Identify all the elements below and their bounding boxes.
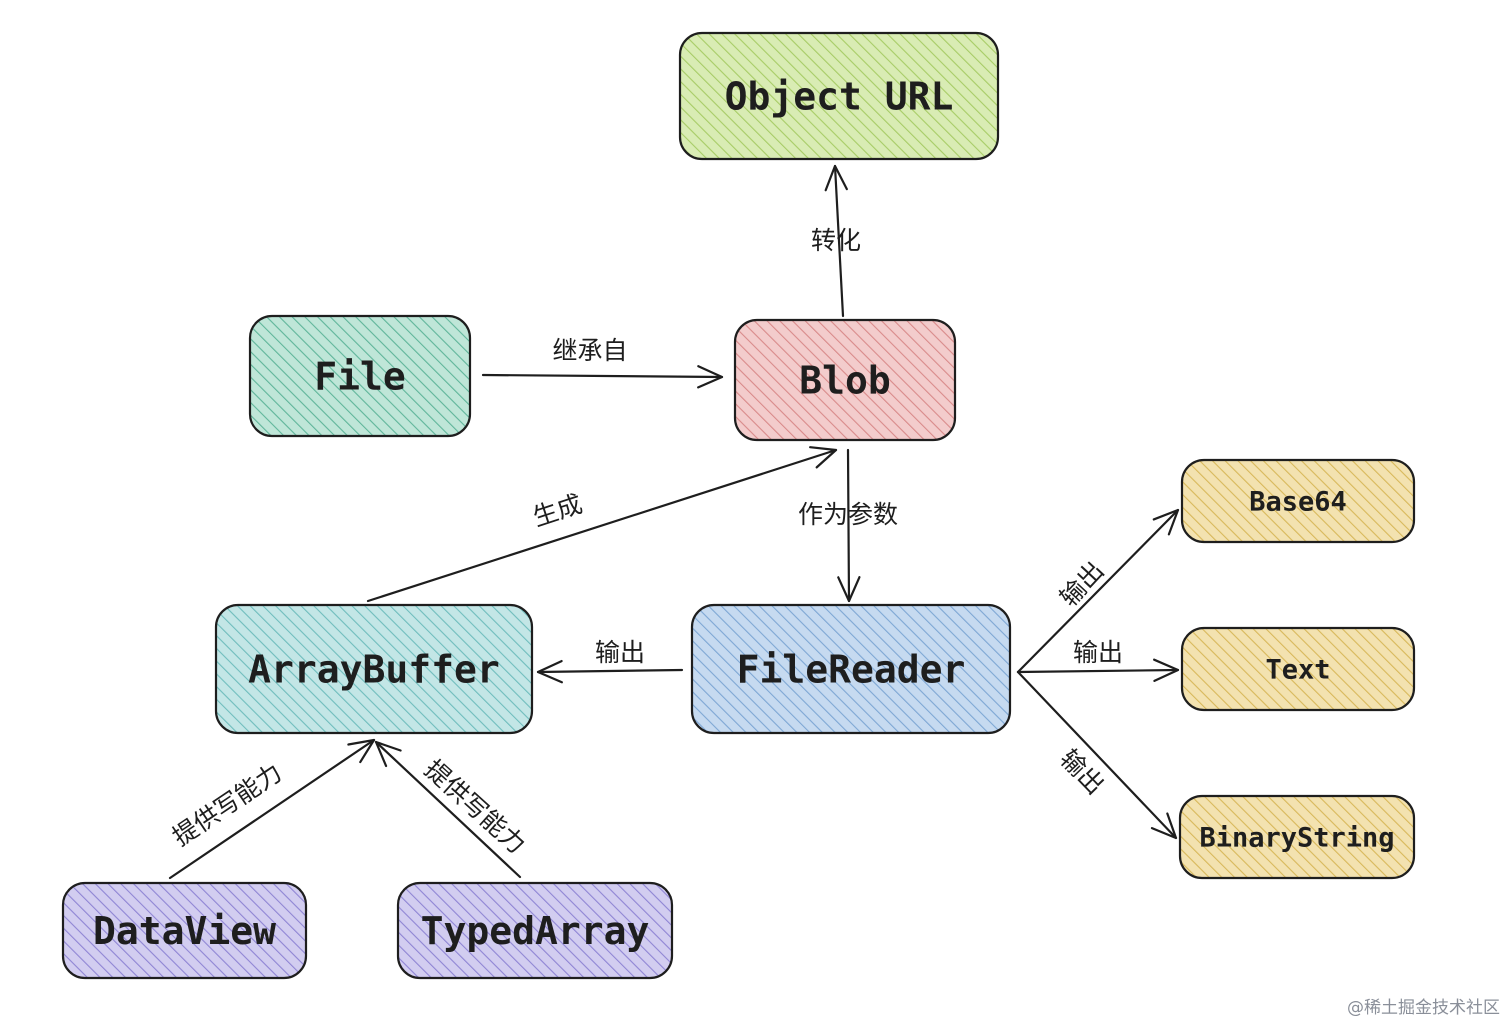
edge-filereader-to-binarystring: 输出 [1016,670,1178,840]
arrowhead-blob-to-objecturl [824,164,848,192]
node-arraybuffer: ArrayBuffer [214,603,534,735]
edge-blob-to-objecturl: 转化 [811,164,861,318]
node-label-binarystring: BinaryString [1199,823,1394,854]
node-label-arraybuffer: ArrayBuffer [248,648,500,692]
edge-line-arraybuffer-to-blob [366,448,838,603]
edge-line-dataview-to-arraybuffer [168,738,376,880]
edge-label-arraybuffer-to-blob: 生成 [529,489,586,532]
node-label-file: File [314,355,406,399]
node-box-binarystring [1178,794,1416,880]
edge-label-typedarray-to-arraybuffer: 提供写能力 [419,754,531,859]
edges-layer: 转化继承自生成作为参数输出输出输出输出提供写能力提供写能力 [167,164,1180,880]
arrowhead-arraybuffer-to-blob [809,446,838,469]
edge-label-filereader-to-base64: 输出 [1054,556,1109,612]
edge-line-filereader-to-base64 [1016,508,1180,674]
node-label-text: Text [1265,655,1330,686]
arrowhead-filereader-to-text [1153,658,1180,682]
node-box-filereader [690,603,1012,735]
edge-filereader-to-arraybuffer: 输出 [536,638,684,684]
edge-line-blob-to-objecturl [833,164,845,318]
watermark: @稀土掘金技术社区 [1347,998,1500,1018]
edge-typedarray-to-arraybuffer: 提供写能力 [374,740,531,879]
arrowhead-file-to-blob [697,365,724,389]
arrowhead-dataview-to-arraybuffer [347,738,376,764]
edge-filereader-to-text: 输出 [1016,638,1180,682]
edge-line-filereader-to-binarystring [1016,670,1178,840]
arrowhead-filereader-to-binarystring [1150,812,1178,840]
node-dataview: DataView [61,881,308,980]
edge-label-blob-to-objecturl: 转化 [811,226,861,255]
edge-label-filereader-to-binarystring: 输出 [1054,744,1110,800]
edge-line-filereader-to-arraybuffer [536,668,684,674]
edge-label-filereader-to-text: 输出 [1073,638,1123,667]
node-base64: Base64 [1180,458,1416,544]
node-blob: Blob [733,318,957,442]
node-label-blob: Blob [799,359,891,403]
node-label-filereader: FileReader [737,648,966,692]
edge-line-filereader-to-text [1016,668,1180,674]
edge-label-filereader-to-arraybuffer: 输出 [595,638,645,667]
node-box-arraybuffer [214,603,534,735]
node-filereader: FileReader [690,603,1012,735]
edge-file-to-blob: 继承自 [481,336,724,389]
node-label-typedarray: TypedArray [421,909,650,953]
node-box-typedarray [396,881,674,980]
node-objecturl: Object URL [678,31,1000,161]
node-box-blob [733,318,957,442]
node-box-text [1180,626,1416,712]
edge-label-blob-to-filereader: 作为参数 [798,500,898,529]
edge-blob-to-filereader: 作为参数 [798,448,898,603]
edge-dataview-to-arraybuffer: 提供写能力 [167,738,376,880]
arrowhead-typedarray-to-arraybuffer [374,740,402,768]
edge-line-file-to-blob [481,373,724,379]
arrowhead-filereader-to-base64 [1152,508,1180,536]
edge-arraybuffer-to-blob: 生成 [366,446,838,603]
node-box-file [248,314,472,438]
node-file: File [248,314,472,438]
edge-line-typedarray-to-arraybuffer [374,740,522,879]
edge-line-blob-to-filereader [846,448,851,603]
node-label-dataview: DataView [93,909,276,953]
edge-label-file-to-blob: 继承自 [552,336,627,365]
node-box-dataview [61,881,308,980]
node-binarystring: BinaryString [1178,794,1416,880]
node-label-objecturl: Object URL [725,75,954,119]
node-label-base64: Base64 [1249,487,1347,518]
arrowhead-filereader-to-arraybuffer [536,659,563,684]
node-box-base64 [1180,458,1416,544]
edge-label-dataview-to-arraybuffer: 提供写能力 [167,758,287,852]
node-typedarray: TypedArray [396,881,674,980]
node-text: Text [1180,626,1416,712]
node-box-objecturl [678,31,1000,161]
arrowhead-blob-to-filereader [837,576,861,603]
